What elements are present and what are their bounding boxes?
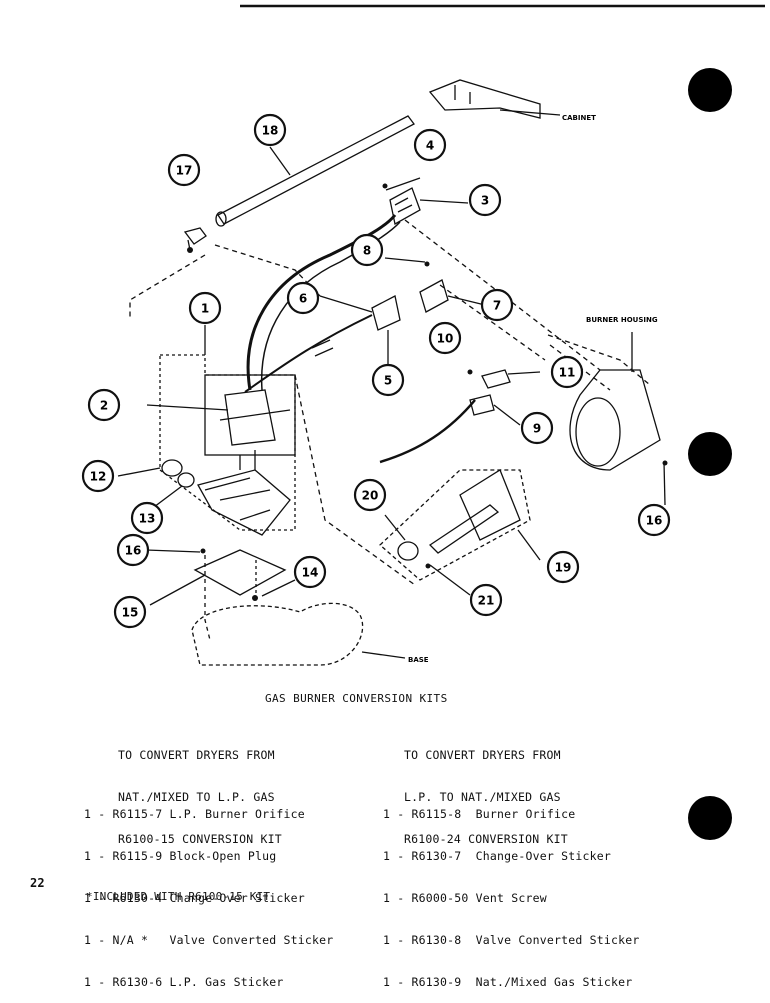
right-kit-heading: TO CONVERT DRYERS FROM L.P. TO NAT./MIXE… [404, 720, 568, 860]
binder-hole [688, 432, 732, 476]
callout-number: 18 [262, 124, 279, 138]
callout-number: 19 [555, 561, 572, 575]
kits-title: GAS BURNER CONVERSION KITS [265, 692, 448, 705]
callout-balloon [550, 355, 584, 389]
burner-tube [428, 504, 500, 554]
label-cabinet: CABINET [562, 114, 596, 122]
callout-number: 17 [176, 164, 193, 178]
footnote: *INCLUDED WITH R6100-15 KIT [86, 890, 271, 903]
rod-part [217, 115, 415, 225]
callout-balloon [167, 153, 201, 187]
page-number: 22 [30, 876, 45, 890]
callout-balloon [116, 533, 150, 567]
gas-valve-body [197, 469, 291, 536]
callout-balloon [293, 555, 327, 589]
right-kit-heading-line: L.P. TO NAT./MIXED GAS [404, 790, 561, 804]
callout-number: 11 [559, 366, 576, 380]
callout-number: 1 [201, 302, 209, 316]
right-kit-item: 1 - R6130-8 Valve Converted Sticker [383, 933, 640, 947]
left-kit-heading-line: TO CONVERT DRYERS FROM [118, 748, 275, 762]
callout-number: 5 [384, 374, 392, 388]
callout-number: 20 [362, 489, 379, 503]
callout-number: 16 [125, 544, 142, 558]
callout-number: 14 [302, 566, 319, 580]
burner-housing [569, 369, 661, 471]
right-kit-item: 1 - R6000-50 Vent Screw [383, 891, 547, 905]
callout-balloon [469, 583, 503, 617]
right-kit-item: 1 - R6115-8 Burner Orifice [383, 807, 576, 821]
callout-balloon [87, 388, 121, 422]
right-kit-heading-line: TO CONVERT DRYERS FROM [404, 748, 561, 762]
right-kit-items: 1 - R6115-8 Burner Orifice 1 - R6130-7 C… [383, 779, 639, 1003]
callout-balloon [353, 478, 387, 512]
callout-balloon [637, 503, 671, 537]
callout-number: 12 [90, 470, 107, 484]
left-kit-item: 1 - R6115-7 L.P. Burner Orifice [84, 807, 305, 821]
callout-balloon [480, 288, 514, 322]
callout-balloon [428, 321, 462, 355]
left-kit-heading-line: R6100-15 CONVERSION KIT [118, 832, 282, 846]
base-part [191, 602, 364, 666]
callout-balloon [253, 113, 287, 147]
callout-balloon [81, 459, 115, 493]
callout-balloon [286, 281, 320, 315]
left-kit-item: 1 - R6130-6 L.P. Gas Sticker [84, 975, 284, 989]
right-kit-heading-line: R6100-24 CONVERSION KIT [404, 832, 568, 846]
left-kit-heading: TO CONVERT DRYERS FROM NAT./MIXED TO L.P… [118, 720, 282, 860]
callout-number: 3 [481, 194, 489, 208]
callout-number: 13 [139, 512, 156, 526]
callout-number: 4 [426, 139, 434, 153]
wire-harness [246, 214, 397, 391]
callout-balloon [413, 128, 447, 162]
callout-balloon [188, 291, 222, 325]
callout-balloon [468, 183, 502, 217]
cabinet-bracket [428, 79, 541, 119]
callout-number: 15 [122, 606, 139, 620]
valve-assembly-outline [159, 354, 296, 531]
left-kit-item: 1 - R6130-4 Change-Over Sticker [84, 891, 305, 905]
callout-balloon [350, 233, 384, 267]
binder-hole [688, 68, 732, 112]
binder-hole [688, 796, 732, 840]
callout-number: 7 [493, 299, 501, 313]
callout-number: 8 [363, 244, 371, 258]
callout-number: 6 [299, 292, 307, 306]
callout-balloon [113, 595, 147, 629]
left-kit-heading-line: NAT./MIXED TO L.P. GAS [118, 790, 275, 804]
callout-balloon [520, 411, 554, 445]
left-kit-item: 1 - R6115-9 Block-Open Plug [84, 849, 277, 863]
label-burner-housing: BURNER HOUSING [586, 316, 658, 324]
callout-balloon [371, 363, 405, 397]
left-kit-item: 1 - N/A * Valve Converted Sticker [84, 933, 334, 947]
callout-number: 2 [100, 399, 108, 413]
callout-number: 10 [437, 332, 454, 346]
callout-number: 21 [478, 594, 495, 608]
label-base: BASE [408, 656, 429, 664]
callout-balloon [130, 501, 164, 535]
callout-number: 9 [533, 422, 541, 436]
callout-number: 16 [646, 514, 663, 528]
right-kit-item: 1 - R6130-9 Nat./Mixed Gas Sticker [383, 975, 633, 989]
callout-balloon [546, 550, 580, 584]
right-kit-item: 1 - R6130-7 Change-Over Sticker [383, 849, 611, 863]
